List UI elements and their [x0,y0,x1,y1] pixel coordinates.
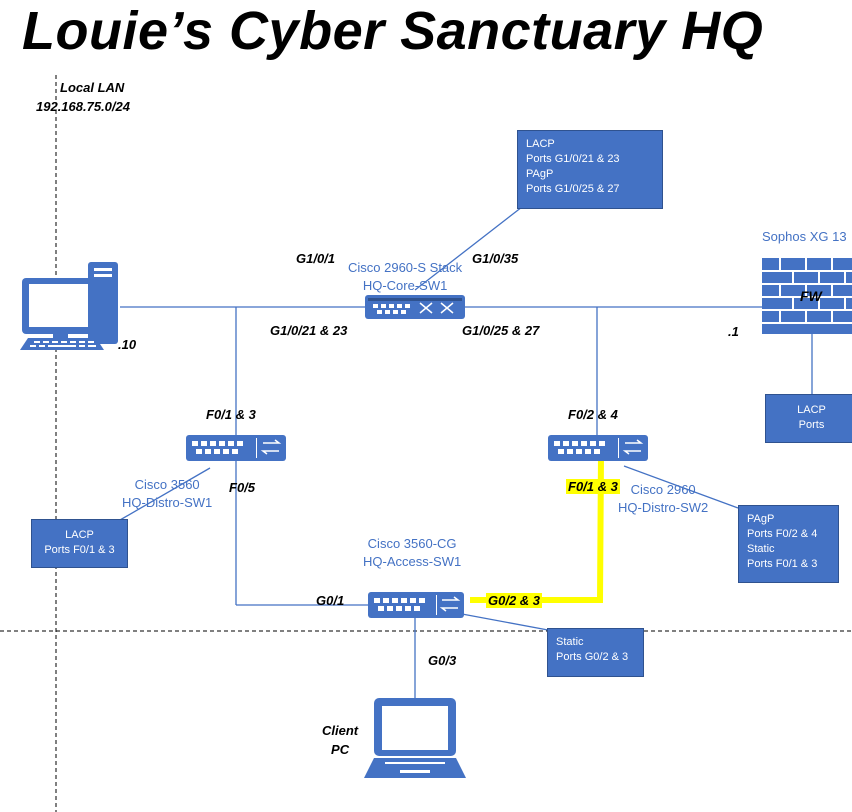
core-device-label: Cisco 2960-S Stack HQ-Core-SW1 [348,259,462,295]
port-core-g1-0-25-27: G1/0/25 & 27 [462,323,540,338]
core-note-line: PAgP [526,168,554,180]
firewall-note-line: Ports [798,419,825,431]
core-model: Cisco 2960-S Stack [348,260,463,275]
access-device-label: Cisco 3560-CG HQ-Access-SW1 [363,535,461,571]
core-switch-icon [365,295,465,319]
lan-name-label: Local LAN [60,80,125,95]
access-hostname: HQ-Access-SW1 [363,554,462,569]
distro1-note-line: LACP [65,529,94,541]
core-note-line: Ports G1/0/25 & 27 [526,183,620,195]
desktop-pc-icon [20,262,118,350]
link-core-note [414,206,523,291]
distro1-device-label: Cisco 3560 HQ-Distro-SW1 [122,476,212,512]
firewall-icon [762,258,852,334]
client-label: Client PC [322,721,358,759]
firewall-tag: FW [800,288,822,304]
distro2-model: Cisco 2960 [630,482,696,497]
core-note-line: Ports G1/0/21 & 23 [526,153,620,165]
distro2-hostname: HQ-Distro-SW2 [618,500,709,515]
fw-ip-label: .1 [728,324,739,339]
core-note-box: LACP Ports G1/0/21 & 23 PAgP Ports G1/0/… [517,130,663,209]
distro1-hostname: HQ-Distro-SW1 [122,495,213,510]
port-d1-f0-1-3: F0/1 & 3 [206,407,256,422]
port-acc-g0-1: G0/1 [316,593,345,608]
port-acc-g0-2-3: G0/2 & 3 [486,593,543,608]
distro1-note-box: LACP Ports F0/1 & 3 [31,519,128,568]
port-acc-g0-3: G0/3 [428,653,457,668]
client-label-line2: PC [331,742,350,757]
distro1-switch-icon [186,435,286,461]
core-note-line: LACP [526,138,555,150]
distro2-switch-icon [548,435,648,461]
highlight-path [470,454,604,603]
link-distro2-note [623,465,739,509]
distro2-note-line: Ports F0/1 & 3 [747,558,818,570]
port-core-g1-0-21-23: G1/0/21 & 23 [270,323,348,338]
firewall-note-line: LACP [797,404,826,416]
distro2-note-line: Static [747,543,775,555]
link-distro1-note [119,467,211,521]
distro2-note-line: Ports F0/2 & 4 [747,528,818,540]
port-d2-f0-1-3: F0/1 & 3 [566,479,620,494]
pc-ip-label: .10 [118,337,137,352]
laptop-icon [364,698,466,778]
access-note-box: Static Ports G0/2 & 3 [547,628,644,677]
port-d1-f0-5: F0/5 [229,480,256,495]
distro1-model: Cisco 3560 [134,477,200,492]
firewall-note-box: LACP Ports [765,394,852,443]
firewall-model-label: Sophos XG 13 [762,229,847,244]
core-hostname: HQ-Core-SW1 [362,278,448,293]
access-switch-icon [368,592,464,618]
distro2-device-label: Cisco 2960 HQ-Distro-SW2 [618,481,708,517]
links [119,206,813,707]
distro2-note-line: PAgP [747,513,775,525]
port-d2-f0-2-4: F0/2 & 4 [568,407,618,422]
port-core-g1-0-35: G1/0/35 [472,251,519,266]
access-model: Cisco 3560-CG [367,536,457,551]
diagram-title: Louie’s Cyber Sanctuary HQ [22,1,764,61]
client-label-line1: Client [322,723,359,738]
link-access-note [461,613,549,631]
access-note-line: Ports G0/2 & 3 [556,651,629,663]
distro2-note-box: PAgP Ports F0/2 & 4 Static Ports F0/1 & … [738,505,839,583]
lan-subnet-label: 192.168.75.0/24 [36,99,130,114]
access-note-line: Static [556,636,584,648]
port-core-g1-0-1: G1/0/1 [296,251,336,266]
distro1-note-line: Ports F0/1 & 3 [44,544,115,556]
